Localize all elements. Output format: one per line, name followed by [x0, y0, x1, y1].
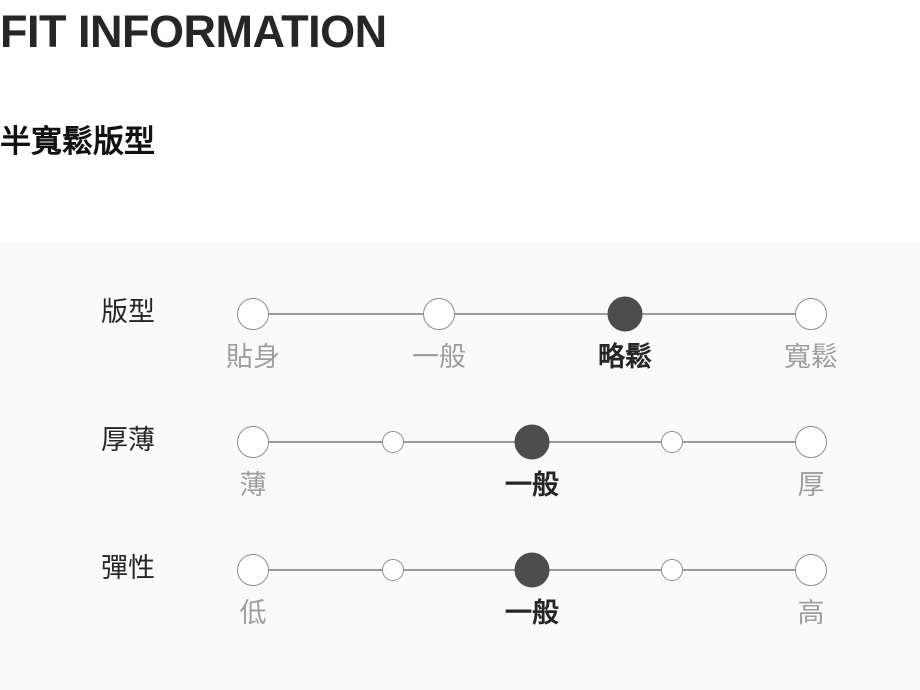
scale-point-label: 貼身	[226, 342, 280, 372]
scale-point[interactable]	[660, 559, 683, 581]
scale-point[interactable]	[381, 431, 404, 453]
scale-point[interactable]	[237, 298, 269, 330]
scale-point[interactable]	[795, 554, 827, 586]
fit-row-label: 彈性	[101, 553, 155, 583]
scale-point-selected[interactable]	[607, 296, 643, 332]
scale-point-label: 寬鬆	[784, 342, 838, 372]
fit-row-label: 版型	[101, 297, 155, 327]
scale-point[interactable]	[381, 559, 404, 581]
scale-point[interactable]	[795, 298, 827, 330]
scale-point-label: 厚	[797, 470, 825, 500]
scale-point[interactable]	[795, 426, 827, 458]
scale-point-label: 一般	[505, 470, 559, 500]
fit-type-subtitle: 半寬鬆版型	[0, 124, 155, 159]
scale-point-label: 一般	[412, 342, 466, 372]
scale-point-label: 薄	[239, 470, 267, 500]
scale-point-selected[interactable]	[514, 552, 550, 588]
scale-point[interactable]	[237, 426, 269, 458]
page-title: FIT INFORMATION	[0, 6, 387, 57]
scale-point-label: 略鬆	[598, 342, 652, 372]
scale-point-label: 高	[797, 598, 825, 628]
scale-point[interactable]	[660, 431, 683, 453]
scale-track	[253, 313, 811, 315]
fit-scales-panel: 版型貼身一般略鬆寬鬆厚薄薄一般厚彈性低一般高	[0, 243, 920, 690]
scale-point[interactable]	[237, 554, 269, 586]
scale-point-label: 低	[239, 598, 267, 628]
scale-point-label: 一般	[505, 598, 559, 628]
fit-row-label: 厚薄	[101, 425, 155, 455]
scale-point-selected[interactable]	[514, 424, 550, 460]
scale-point[interactable]	[423, 298, 455, 330]
